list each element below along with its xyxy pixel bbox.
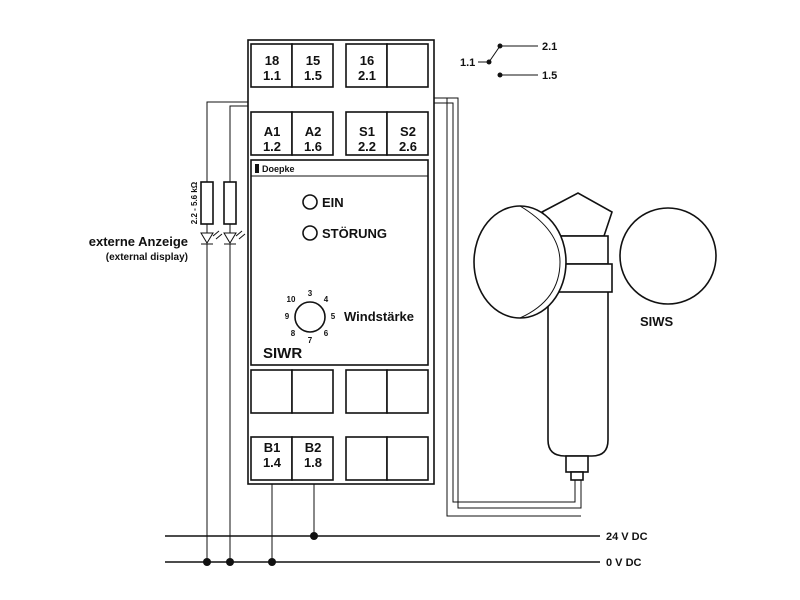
rail-24v-label: 24 V DC — [606, 531, 648, 543]
terminal-a1-label: A1 — [264, 124, 281, 139]
dial-6: 6 — [324, 329, 329, 338]
terminal-empty-2 — [291, 369, 334, 414]
terminal-b2-label: B2 — [305, 440, 322, 455]
contact-common-label: 1.1 — [460, 57, 475, 69]
sensor-cable — [446, 98, 581, 517]
terminal-s1-label: S1 — [359, 124, 375, 139]
terminal-top-2b: 1.5 — [304, 68, 322, 83]
terminal-s2-label: S2 — [400, 124, 416, 139]
terminal-empty-top — [386, 43, 429, 88]
brand-logo-icon — [255, 164, 259, 173]
terminal-b2-num: 1.8 — [304, 455, 322, 470]
dial-5: 5 — [331, 312, 336, 321]
terminal-15 — [291, 43, 334, 88]
model-label: SIWR — [263, 345, 302, 362]
resistor-value: 2.2 - 5.6 kΩ — [190, 181, 199, 224]
terminal-s2-num: 2.6 — [399, 139, 417, 154]
changeover-contact-icon — [478, 43, 538, 78]
terminal-a2-num: 1.6 — [304, 139, 322, 154]
terminal-top-1b: 1.1 — [263, 68, 281, 83]
resistor-1 — [200, 181, 214, 225]
terminal-empty-5 — [345, 436, 388, 481]
front-panel — [250, 159, 429, 366]
led-symbol-1 — [200, 224, 223, 562]
terminal-b1-num: 1.4 — [263, 455, 282, 470]
dial-7: 7 — [308, 336, 313, 345]
terminal-empty-4 — [386, 369, 429, 414]
terminal-empty-6 — [386, 436, 429, 481]
wind-sensor-icon — [473, 192, 717, 481]
dial-4: 4 — [324, 295, 329, 304]
led-stoerung-label: STÖRUNG — [322, 226, 387, 241]
windstaerke-dial[interactable] — [294, 301, 326, 333]
terminal-top-2a: 15 — [306, 53, 320, 68]
terminal-b1-label: B1 — [264, 440, 281, 455]
terminal-top-1a: 18 — [265, 53, 279, 68]
led-ein-icon — [302, 194, 318, 210]
dial-3: 3 — [308, 289, 313, 298]
terminal-top-3b: 2.1 — [358, 68, 376, 83]
terminal-empty-3 — [345, 369, 388, 414]
terminal-a2-label: A2 — [305, 124, 322, 139]
dial-label: Windstärke — [344, 309, 414, 324]
contact-nc-label: 2.1 — [542, 41, 557, 53]
terminal-b2 — [291, 436, 334, 481]
terminal-empty-1 — [250, 369, 293, 414]
terminal-s1-num: 2.2 — [358, 139, 376, 154]
terminal-s2 — [386, 111, 429, 156]
resistor-2 — [223, 181, 237, 225]
contact-no-label: 1.5 — [542, 70, 557, 82]
display-title: externe Anzeige — [89, 234, 188, 249]
terminal-a1 — [250, 111, 293, 156]
dial-9: 9 — [285, 312, 290, 321]
sensor-label: SIWS — [640, 314, 674, 329]
terminal-18 — [250, 43, 293, 88]
terminal-a2 — [291, 111, 334, 156]
terminal-top-3a: 16 — [360, 53, 374, 68]
terminal-a1-num: 1.2 — [263, 139, 281, 154]
dial-10: 10 — [287, 295, 296, 304]
brand-name: Doepke — [262, 164, 295, 174]
terminal-b1 — [250, 436, 293, 481]
led-ein-label: EIN — [322, 195, 344, 210]
rail-0v-label: 0 V DC — [606, 557, 642, 569]
dial-8: 8 — [291, 329, 296, 338]
led-stoerung-icon — [302, 225, 318, 241]
display-subtitle: (external display) — [106, 252, 188, 263]
terminal-16 — [345, 43, 388, 88]
led-symbol-2 — [223, 224, 246, 562]
